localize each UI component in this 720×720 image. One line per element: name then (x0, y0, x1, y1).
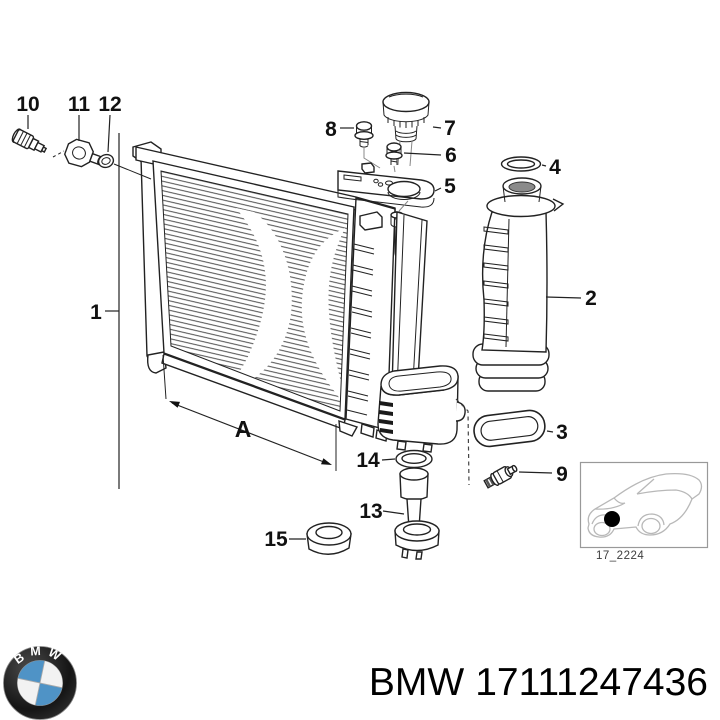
callout-9: 9 (556, 463, 568, 486)
dimension-a (162, 354, 337, 471)
callout-2: 2 (585, 287, 597, 310)
leader-12-radiator (113, 163, 152, 180)
part-number: 17111247436 (475, 661, 708, 704)
inset-diagram-code: 17_2224 (596, 550, 644, 562)
pot-rim-inner (388, 371, 452, 392)
inset-frame (579, 461, 709, 549)
expansion-tank (472, 177, 565, 392)
pot-nub (455, 401, 466, 422)
bmw-logo: BMW (3, 645, 77, 720)
guide-bolt8 (363, 147, 381, 169)
pot-feet (396, 440, 433, 453)
gasket-3 (473, 409, 546, 448)
tank-flange (486, 194, 556, 218)
side-tank-ribs (346, 243, 375, 416)
tank-flange-ear (552, 198, 565, 212)
plug-11 (63, 138, 104, 168)
brand-name: BMW (368, 661, 465, 704)
callout-15: 15 (264, 528, 288, 551)
car-location-inset: 17_2224 (579, 461, 709, 562)
plate-tab (361, 162, 375, 174)
cap-threads (394, 125, 418, 143)
tank-ribs (483, 226, 509, 342)
plate-slot (343, 174, 362, 182)
callout-3: 3 (556, 421, 568, 444)
callout-5: 5 (444, 175, 456, 198)
callout-8: 8 (325, 118, 337, 141)
mount-pad-block (359, 211, 383, 231)
callout-7: 7 (444, 117, 456, 140)
part-location-dot (604, 511, 620, 527)
radiator-cap-7 (382, 91, 430, 143)
grommet-15 (306, 522, 352, 555)
bracket-plate-5 (337, 162, 435, 208)
guide-bolt6 (393, 165, 396, 173)
assembly-dashed-line (455, 398, 470, 486)
pot-rim (380, 365, 459, 396)
dashed-leader-10-11 (52, 150, 65, 158)
callout-1: 1 (90, 301, 102, 324)
dimension-a-label: A (235, 416, 252, 442)
radiator-core-frame (160, 170, 349, 412)
seal-ring-12 (97, 153, 115, 169)
callout-14: 14 (356, 449, 380, 472)
tank-spine (505, 218, 510, 348)
radiator-assembly (132, 141, 428, 442)
callout-11: 11 (68, 93, 91, 116)
sensor-pot (377, 365, 466, 453)
pot-slots (379, 401, 393, 434)
bolt-8 (354, 121, 374, 148)
callout-leaders (27, 114, 582, 540)
callout-4: 4 (549, 156, 561, 179)
bleeder-valve-9 (483, 464, 518, 489)
radiator-exploded-diagram: 1 2 3 4 5 6 7 8 9 10 11 12 13 14 15 A 17… (11, 91, 709, 562)
callout-13: 13 (359, 500, 382, 523)
bolt-6 (385, 142, 403, 165)
plate-hole (387, 180, 421, 198)
sensor-10 (11, 128, 48, 153)
callout-6: 6 (445, 144, 457, 167)
callout-12: 12 (98, 93, 121, 116)
o-ring-14 (395, 449, 433, 469)
logo-quadrants (17, 660, 63, 706)
guide-plate5 (398, 200, 409, 212)
callout-10: 10 (16, 93, 39, 116)
level-sensor-13 (394, 467, 440, 560)
o-ring-4 (500, 156, 542, 172)
tank-neck-opening (508, 181, 536, 193)
radiator-right-foot (338, 419, 359, 437)
cap-ribs (387, 117, 425, 128)
